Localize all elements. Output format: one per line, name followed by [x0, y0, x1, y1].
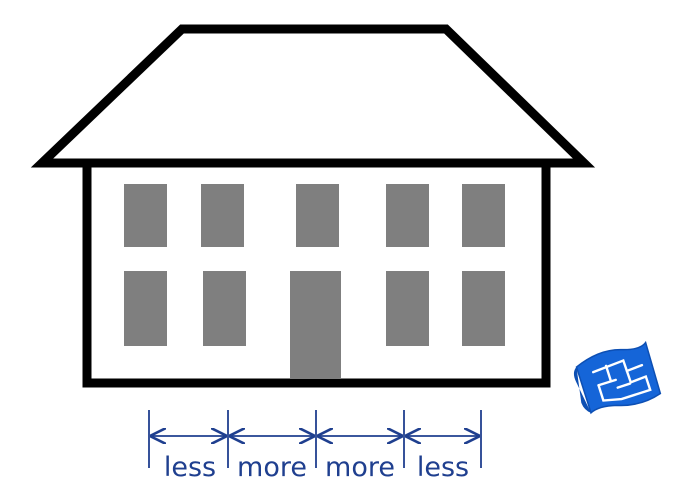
- dimension-labels: less more more less: [164, 452, 469, 483]
- window-bottom-1: [124, 271, 167, 346]
- window-bottom-4: [386, 271, 429, 346]
- blueprint-sheet: [575, 340, 662, 415]
- window-top-1: [124, 184, 167, 247]
- blueprint-roll: [573, 367, 592, 413]
- blueprint-plan-lines: [592, 358, 652, 402]
- roof: [30, 24, 596, 168]
- window-top-4: [386, 184, 429, 247]
- window-bottom-5: [462, 271, 505, 346]
- dimension-label-3: more: [325, 452, 395, 483]
- dimension-label-1: less: [164, 452, 216, 483]
- window-top-2: [201, 184, 244, 247]
- dimension-label-2: more: [237, 452, 307, 483]
- window-top-3: [296, 184, 339, 247]
- blueprint-icon: [573, 340, 662, 415]
- door: [290, 271, 341, 378]
- window-bottom-2: [203, 271, 246, 346]
- dimension-lines: [148, 410, 482, 468]
- house: [30, 24, 596, 388]
- dimension-label-4: less: [417, 452, 469, 483]
- window-top-5: [462, 184, 505, 247]
